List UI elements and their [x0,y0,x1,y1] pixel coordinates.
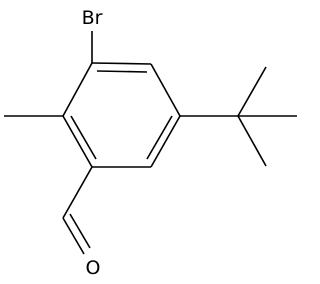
tert-butyl-methyl-bond-down [237,115,267,167]
aldehyde-carbon-bond [62,166,93,219]
carbonyl-bond-outer [62,217,85,255]
structure-diagram: Br O [4,7,297,279]
carbonyl-bond-inner [69,213,91,249]
ring-bond-c1-c2 [91,62,152,65]
ring-double-bond-c1-c2 [96,70,148,73]
ring-double-bond-c3-c4 [146,115,173,160]
bromine-label: Br [82,7,103,29]
oxygen-label: O [86,257,101,279]
ring-bond-c6-c1 [62,62,93,117]
ring-bond-c5-c6 [62,115,93,168]
structure-svg: Br O [4,7,297,279]
tert-butyl-methyl-bond-up [237,66,267,117]
ring-bond-c3-c4 [150,115,181,168]
ring-double-bond-c5-c6 [70,115,97,160]
ring-bond-c2-c3 [150,63,181,117]
